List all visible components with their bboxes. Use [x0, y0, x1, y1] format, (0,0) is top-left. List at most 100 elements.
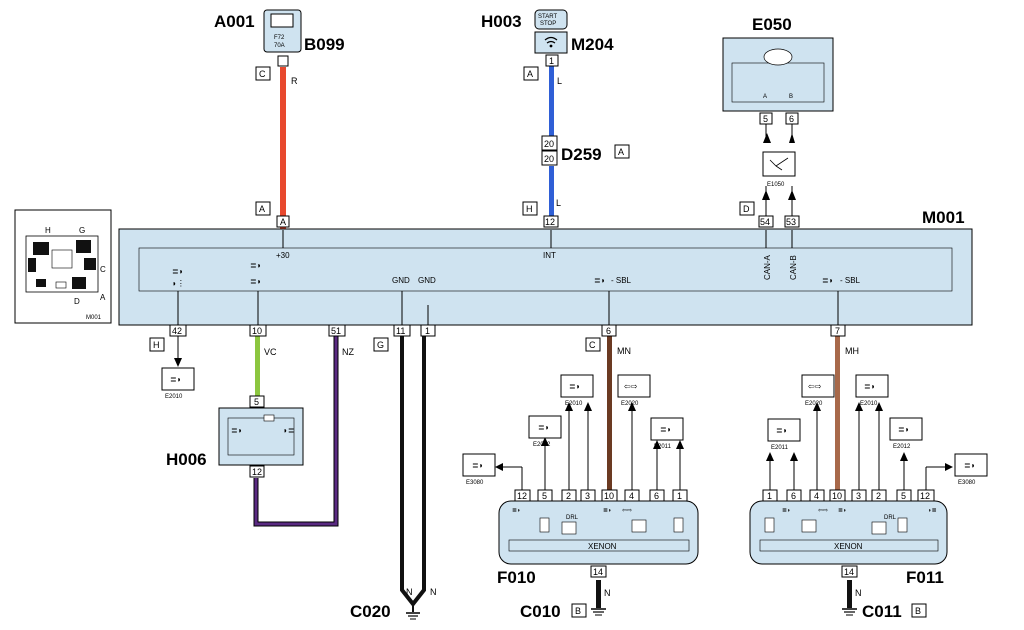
svg-text:≣◗: ≣◗: [170, 375, 182, 384]
svg-text:6: 6: [654, 491, 659, 501]
svg-text:≣◗: ≣◗: [864, 382, 876, 391]
svg-text:1: 1: [549, 56, 554, 66]
svg-text:≣◗: ≣◗: [782, 505, 791, 514]
svg-text:≣◗: ≣◗: [603, 505, 612, 514]
module-e050: A B: [722, 37, 834, 112]
label-h006: H006: [166, 450, 207, 469]
svg-text:XENON: XENON: [588, 542, 617, 551]
svg-text:E2012: E2012: [893, 444, 911, 450]
module-f010: XENON DRL ≣◗ ≣◗ ⇦⇨: [498, 500, 699, 565]
label-c020: C020: [350, 602, 391, 621]
svg-text:E2010: E2010: [165, 394, 183, 400]
svg-text:6: 6: [789, 114, 794, 124]
svg-text:- SBL: - SBL: [840, 276, 861, 285]
ground-icon-c011: [842, 608, 857, 616]
svg-text:14: 14: [593, 567, 603, 577]
svg-text:20: 20: [544, 154, 554, 164]
svg-text:A: A: [763, 94, 767, 100]
label-m001: M001: [922, 208, 965, 227]
svg-text:⇦⇨: ⇦⇨: [624, 382, 638, 391]
svg-text:◗≣: ◗≣: [928, 505, 937, 514]
svg-text:1: 1: [767, 491, 772, 501]
module-f011: XENON DRL ≣◗ ⇦⇨ ≣◗ ◗≣: [749, 500, 948, 565]
svg-text:7: 7: [835, 326, 840, 336]
wire-black-c011: [847, 580, 852, 608]
svg-text:5: 5: [763, 114, 768, 124]
svg-text:CAN-B: CAN-B: [789, 255, 798, 280]
svg-text:B: B: [915, 606, 921, 616]
svg-text:4: 4: [629, 491, 634, 501]
label-c011: C011: [862, 602, 902, 621]
svg-text:3: 3: [856, 491, 861, 501]
svg-text:≣◗: ≣◗: [231, 426, 243, 435]
svg-text:N: N: [406, 587, 413, 597]
svg-text:H: H: [526, 204, 533, 214]
svg-text:MH: MH: [845, 346, 859, 356]
wire-black-c010: [596, 580, 601, 608]
label-f011: F011: [906, 568, 944, 587]
svg-text:NZ: NZ: [342, 347, 354, 357]
svg-text:N: N: [855, 588, 862, 598]
svg-text:CAN-A: CAN-A: [763, 254, 772, 280]
svg-text:E2010: E2010: [860, 401, 878, 407]
svg-text:L: L: [556, 198, 561, 208]
fuse-box-b099: F72 70A: [263, 9, 302, 53]
svg-text:⇦⇨: ⇦⇨: [818, 508, 828, 514]
fog-symbol-1: ≣◗: [250, 261, 262, 270]
svg-text:≣◗: ≣◗: [838, 505, 847, 514]
svg-text:≣◗: ≣◗: [569, 382, 581, 391]
ref-e1050: E1050: [767, 182, 785, 188]
f011-arrows: [766, 402, 953, 490]
svg-text:STOP: STOP: [540, 21, 556, 27]
svg-text:⇦⇨: ⇦⇨: [808, 382, 822, 391]
svg-text:12: 12: [920, 491, 930, 501]
svg-text:L: L: [557, 76, 562, 86]
svg-text:G: G: [79, 226, 85, 235]
svg-text:E2012: E2012: [533, 442, 551, 448]
svg-text:14: 14: [844, 567, 854, 577]
svg-text:10: 10: [252, 326, 262, 336]
sbl-symbol-2: ≣◗: [822, 276, 834, 285]
svg-text:B: B: [789, 94, 793, 100]
can-icon-e1050: [762, 133, 796, 177]
wire-red-r: [280, 67, 286, 230]
svg-text:5: 5: [542, 491, 547, 501]
svg-text:10: 10: [832, 491, 842, 501]
svg-text:70A: 70A: [274, 43, 285, 49]
svg-text:GND: GND: [418, 276, 436, 285]
svg-text:42: 42: [172, 326, 182, 336]
svg-text:DRL: DRL: [884, 515, 897, 521]
svg-text:+30: +30: [276, 251, 290, 260]
svg-text:≣◗: ≣◗: [776, 426, 788, 435]
svg-text:G: G: [377, 340, 384, 350]
svg-text:D: D: [743, 204, 750, 214]
svg-text:A: A: [280, 217, 286, 227]
module-m001: +30 INT GND GND - SBL - SBL CAN-A CAN-B …: [118, 228, 973, 326]
svg-text:2: 2: [566, 491, 571, 501]
svg-text:E2020: E2020: [805, 401, 823, 407]
svg-text:≣◗: ≣◗: [898, 425, 910, 434]
svg-text:11: 11: [396, 326, 405, 336]
svg-text:N: N: [604, 588, 611, 598]
wire-brown-mh: [835, 336, 840, 492]
m001-locator-diagram: H G C D A M001: [14, 209, 112, 324]
svg-text:C: C: [589, 340, 596, 350]
svg-text:E3080: E3080: [958, 480, 976, 486]
svg-text:R: R: [291, 76, 298, 86]
svg-text:E2011: E2011: [771, 445, 789, 451]
wire-brown-mn: [607, 336, 612, 492]
svg-text:N: N: [430, 587, 437, 597]
svg-text:A: A: [259, 204, 265, 214]
module-h006: ≣◗ ◗≣: [218, 407, 304, 466]
svg-text:3: 3: [585, 491, 590, 501]
fog-symbol-2: ≣◗: [250, 277, 262, 286]
svg-text:C: C: [100, 265, 106, 274]
svg-text:12: 12: [517, 491, 527, 501]
svg-text:F72: F72: [274, 35, 285, 41]
svg-text:H: H: [153, 340, 160, 350]
wire-purple-nz: [253, 336, 339, 527]
svg-text:XENON: XENON: [834, 542, 863, 551]
wire-black-gnd: [400, 336, 426, 612]
svg-text:2: 2: [876, 491, 881, 501]
svg-text:GND: GND: [392, 276, 410, 285]
